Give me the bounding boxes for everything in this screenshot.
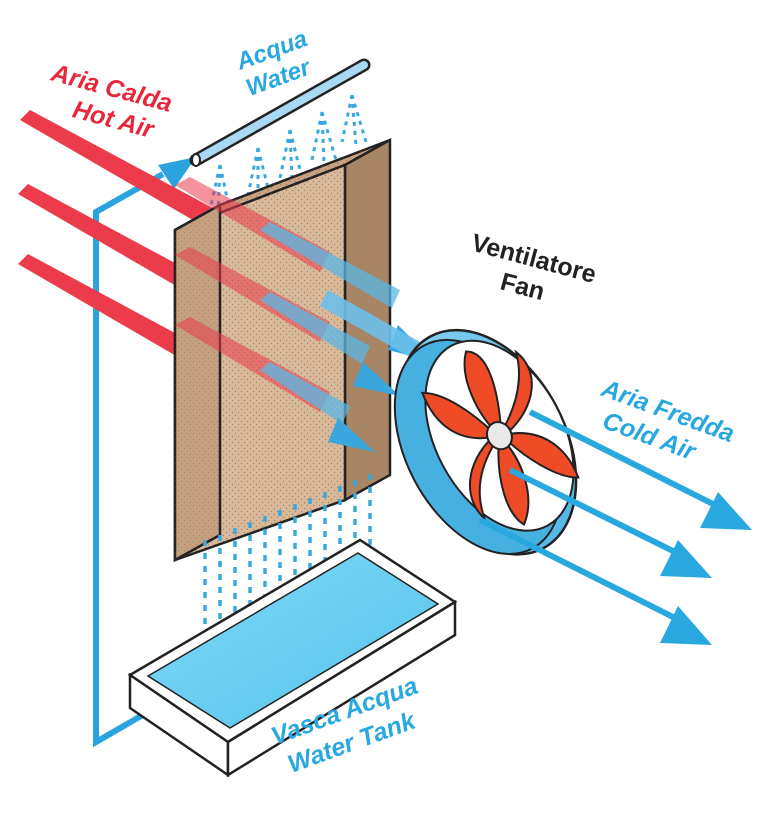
- water-tank-icon: [127, 538, 458, 778]
- fan-label: Ventilatore Fan: [468, 229, 599, 306]
- return-pipe: [93, 157, 196, 748]
- cold-air-label: Aria Fredda Cold Air: [597, 374, 738, 466]
- pipe-arrow-head: [158, 157, 196, 189]
- fan-blades: [420, 349, 580, 526]
- cold-air-arrow-1: [528, 409, 752, 530]
- cold-air-arrow-2: [508, 467, 712, 578]
- cold-air-arrows: [478, 409, 752, 645]
- cold-air-arrow-3: [478, 517, 712, 645]
- pipe-icon: [189, 58, 371, 167]
- air-through-pad: [175, 177, 400, 424]
